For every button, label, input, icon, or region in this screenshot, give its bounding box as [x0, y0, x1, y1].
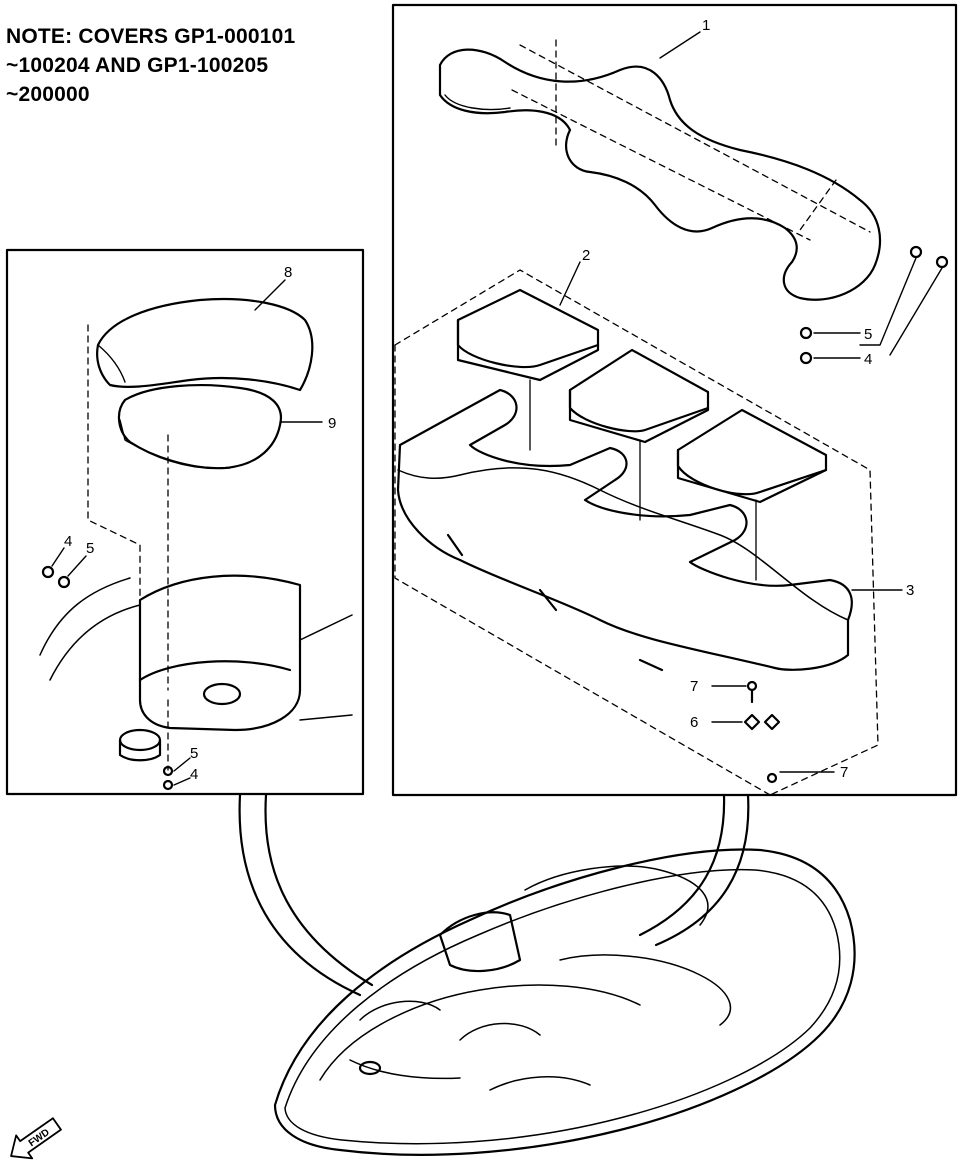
part-2-cushions [394, 269, 879, 796]
callout-3: 3 [906, 582, 914, 599]
callout-5-left: 5 [86, 540, 94, 557]
left-console-base [39, 574, 353, 762]
callout-5-right: 5 [864, 326, 872, 343]
left-detail-frame [5, 248, 365, 796]
left-dashed-guides [87, 324, 169, 771]
callout-4-left: 4 [64, 533, 72, 550]
boat-hull [273, 848, 856, 1156]
part-8-back-cushion [96, 297, 314, 392]
fasteners-left [41, 565, 174, 791]
leader-curve-right-inner [654, 793, 750, 947]
callout-7-lower: 7 [840, 764, 848, 781]
callout-5-bottom: 5 [190, 745, 198, 762]
forward-arrow-icon: FWD [10, 1117, 62, 1160]
callout-9: 9 [328, 415, 336, 432]
right-leaders [559, 31, 943, 773]
callout-labels: 1 2 3 5 4 7 6 7 8 9 4 5 5 4 [64, 17, 914, 783]
note-line-3: ~200000 [6, 83, 90, 106]
part-9-seat-cushion [117, 384, 283, 470]
callout-4-right: 4 [864, 351, 872, 368]
leader-curve-right [638, 793, 726, 937]
callout-6: 6 [690, 714, 698, 731]
note-line-2: ~100204 AND GP1-100205 [6, 54, 269, 77]
callout-2: 2 [582, 247, 590, 264]
callout-8: 8 [284, 264, 292, 281]
leader-curve-left-inner [264, 793, 374, 987]
callout-1: 1 [702, 17, 710, 34]
note-line-1: NOTE: COVERS GP1-000101 [6, 25, 296, 48]
note-text-block: NOTE: COVERS GP1-000101 ~100204 AND GP1-… [6, 22, 366, 109]
fasteners-right [743, 245, 949, 784]
leader-curve-left [238, 793, 362, 997]
part-3-seat-frame [396, 388, 853, 672]
left-leaders [51, 279, 323, 786]
callout-7-upper: 7 [690, 678, 698, 695]
callout-4-bottom: 4 [190, 766, 198, 783]
right-detail-frame [391, 3, 958, 797]
part-1-backrest [438, 39, 882, 301]
